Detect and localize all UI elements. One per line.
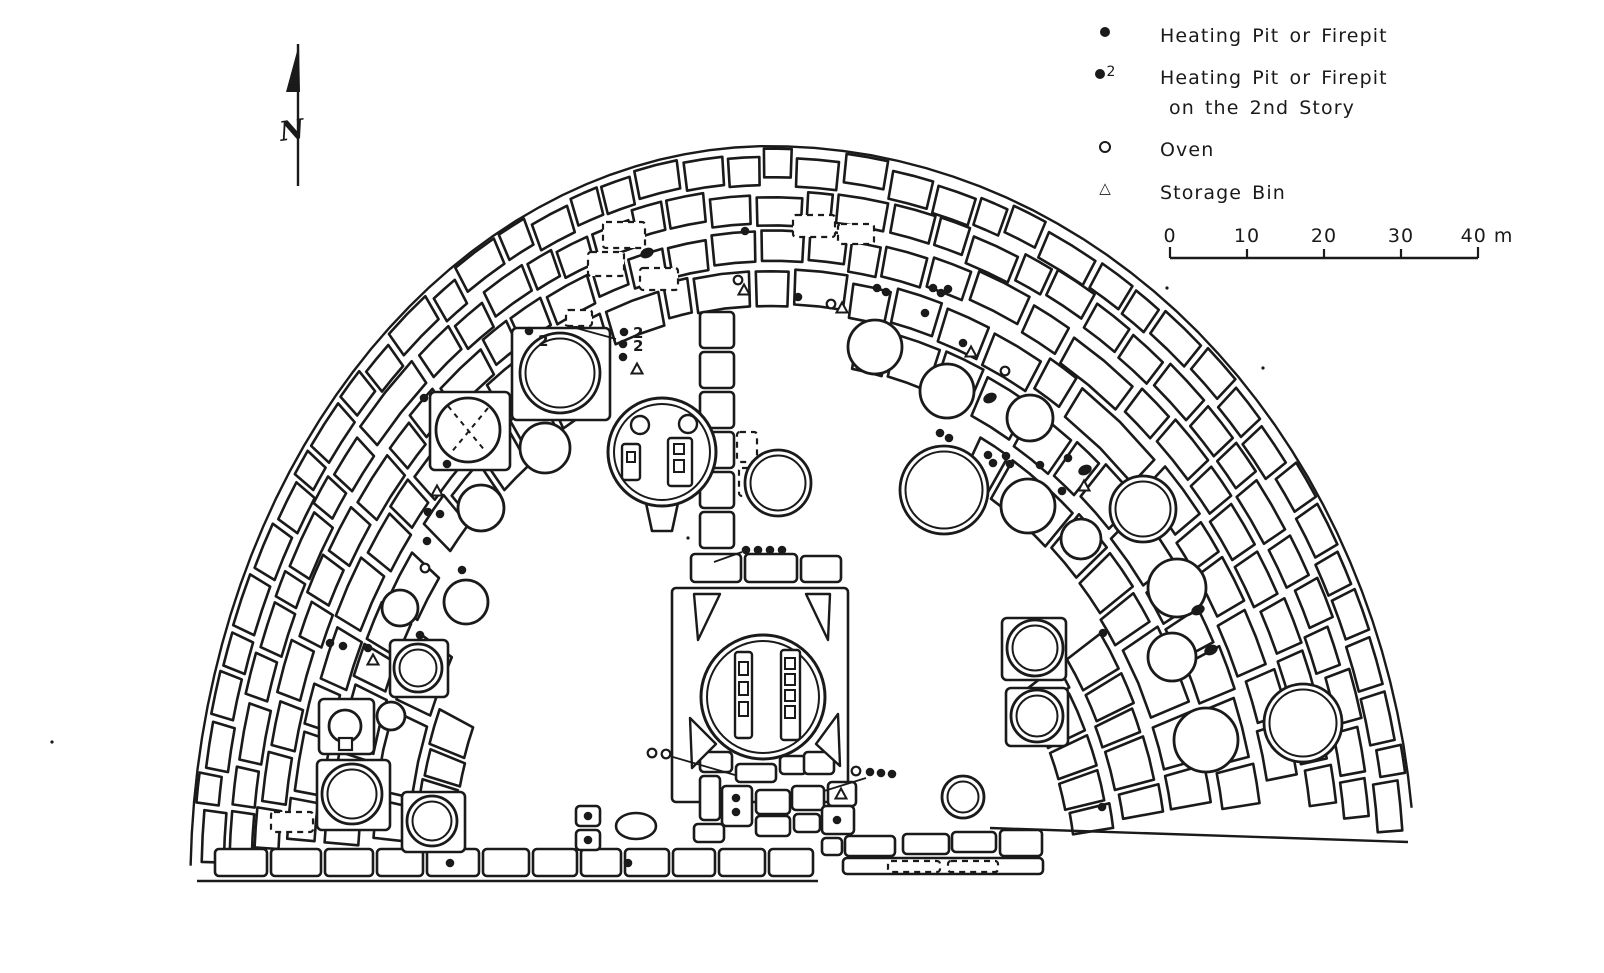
legend-label: Storage Bin [1160,181,1286,204]
svg-text:0: 0 [1163,225,1176,247]
svg-text:2: 2 [633,324,643,342]
leader-lines [564,324,867,792]
svg-text:30: 30 [1388,225,1414,247]
scale-bar: 0 10 20 30 40 m [1163,225,1514,260]
legend-item-heating-pit: Heating Pit or Firepit [1088,22,1528,51]
legend-label: Heating Pit or Firepit [1160,25,1388,47]
heating-pit-icon [1088,22,1122,37]
svg-text:N: N [277,114,308,148]
feature-symbols [50,226,1265,868]
legend-item-storage-bin: △ Storage Bin [1088,179,1528,208]
legend: Heating Pit or Firepit 2 Heating Pit or … [1088,22,1528,221]
svg-text:2: 2 [538,332,548,350]
storage-bin-icon: △ [1099,178,1111,197]
north-arrow: N [277,44,308,186]
heating-pit-2nd-story-icon: 2 [1088,64,1122,81]
legend-label: Oven [1160,139,1215,162]
svg-text:20: 20 [1311,225,1337,247]
svg-text:40 m: 40 m [1461,225,1514,247]
oven-icon [1088,136,1122,154]
great-kivas [606,396,827,841]
map-annotations: 222 [538,324,643,355]
boundary-walls [189,144,1413,883]
svg-text:2: 2 [633,337,643,355]
legend-item-oven: Oven [1088,136,1528,165]
svg-text:10: 10 [1234,225,1260,247]
kivas [315,318,1344,854]
